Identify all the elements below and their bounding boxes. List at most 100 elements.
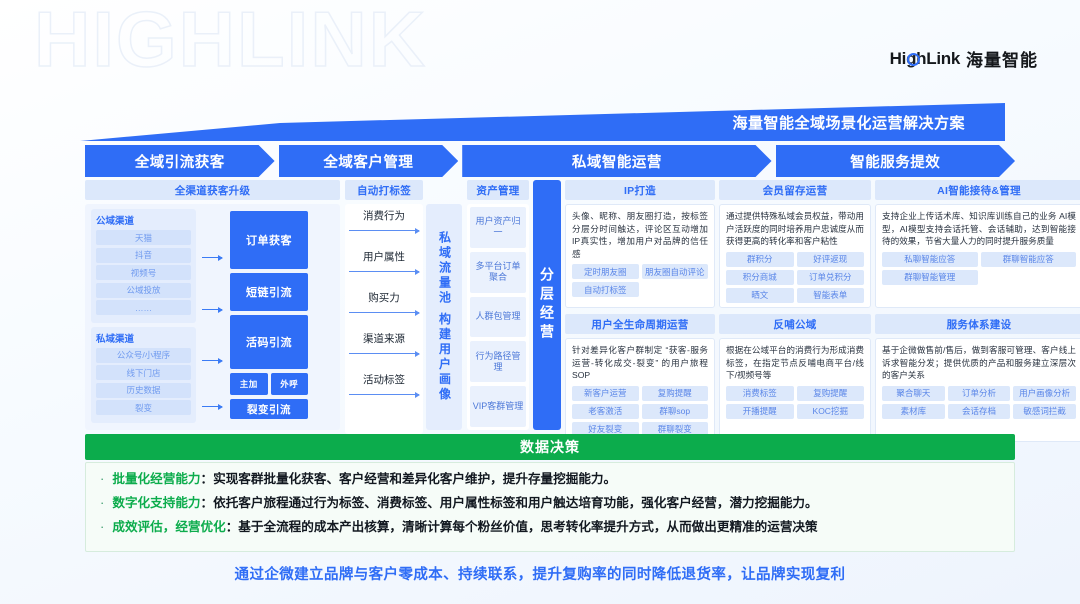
method-order-acquisition[interactable]: 订单获客 bbox=[230, 211, 308, 269]
card-tag[interactable]: 群积分 bbox=[726, 251, 794, 267]
channel-item[interactable]: 裂变 bbox=[96, 400, 191, 415]
traffic-pool-text: 私域流量池 构建用户画像 bbox=[437, 231, 452, 403]
card-tag[interactable]: 智能表单 bbox=[796, 287, 864, 303]
card-tag[interactable]: KOC挖掘 bbox=[796, 403, 864, 419]
card-tag[interactable]: 朋友圈自动评论 bbox=[641, 264, 708, 279]
method-row: 主加 外呼 bbox=[230, 373, 308, 395]
logo-en-text: HighLink bbox=[889, 48, 961, 68]
card-tag[interactable]: 复购提醒 bbox=[796, 385, 864, 401]
auto-tag-label: 渠道来源 bbox=[363, 333, 405, 345]
bullet-dot-icon: · bbox=[100, 495, 105, 510]
method-fission[interactable]: 裂变引流 bbox=[230, 399, 308, 419]
card-tag[interactable]: 素材库 bbox=[882, 403, 945, 419]
card-header-lifecycle: 用户全生命周期运营 bbox=[565, 314, 715, 334]
channel-arrow-column bbox=[200, 209, 226, 425]
card-tag[interactable]: 订单分析 bbox=[947, 385, 1011, 401]
arrow-icon bbox=[349, 391, 420, 398]
card-tag[interactable]: 群聊裂变 bbox=[641, 421, 708, 437]
acquisition-header: 全渠道获客升级 bbox=[85, 180, 340, 200]
service-group: AI智能接待&管理 支持企业上传话术库、知识库训练自己的业务 AI模型，AI模型… bbox=[875, 180, 1080, 442]
card-lifecycle-ops: 针对差异化客户群制定 “获客-服务运营-转化成交-裂变” 的用户旅程SOP 新客… bbox=[565, 338, 715, 442]
stage-chevron-2[interactable]: 全域客户管理 bbox=[279, 145, 459, 177]
card-ai-reception: 支持企业上传话术库、知识库训练自己的业务 AI模型，AI模型支持会话托管、会话辅… bbox=[875, 204, 1080, 308]
card-tag[interactable]: 积分商城 bbox=[726, 269, 794, 285]
method-zhujia[interactable]: 主加 bbox=[230, 373, 268, 395]
card-tag[interactable]: 订单兑积分 bbox=[796, 269, 864, 285]
asset-item[interactable]: 用户资产归一 bbox=[470, 207, 526, 248]
channel-item[interactable]: …… bbox=[96, 300, 191, 315]
card-desc: 基于企微做售前/售后，做到客服可管理、客户线上诉求智能分发；提供优质的产品和服务… bbox=[882, 345, 1076, 380]
asset-item[interactable]: 行为路径管理 bbox=[470, 341, 526, 383]
auto-tag-item[interactable]: 活动标签 bbox=[345, 372, 423, 413]
channel-item[interactable]: 天猫 bbox=[96, 230, 191, 245]
auto-tag-item[interactable]: 用户属性 bbox=[345, 249, 423, 290]
card-tag[interactable]: 聚合聊天 bbox=[882, 385, 945, 401]
acquisition-method-column: 订单获客 短链引流 活码引流 主加 外呼 裂变引流 bbox=[230, 209, 308, 425]
card-tag[interactable]: 私聊智能应答 bbox=[882, 251, 978, 267]
decision-line: 批量化经营能力：实现客群批量化获客、客户经营和差异化客户维护，提升存量挖掘能力。 bbox=[112, 471, 616, 488]
private-ops-group: IP打造 头像、昵称、朋友圈打造，按标签分层分时间触达，评论区互动增加IP真实性… bbox=[565, 180, 715, 442]
card-tag[interactable]: 开播提醒 bbox=[726, 403, 794, 419]
card-tag[interactable]: 消费标签 bbox=[726, 385, 794, 401]
card-desc: 通过提供特殊私域会员权益，带动用户活跃度的同时培养用户忠诚度从而获得更高的转化率… bbox=[726, 211, 864, 246]
asset-item[interactable]: 多平台订单聚合 bbox=[470, 251, 526, 293]
auto-tag-block: 自动打标签 消费行为 用户属性 购买力 渠道来源 bbox=[345, 180, 423, 434]
decision-bullet: · 成效评估，经营优化：基于全流程的成本产出核算，清晰计算每个粉丝价值，思考转化… bbox=[100, 519, 1000, 536]
card-tag[interactable]: 会话存档 bbox=[947, 403, 1011, 419]
card-public-feedback: 根据在公域平台的消费行为形成消费标签，在指定节点反哺电商平台/线下/视频号等 消… bbox=[719, 338, 871, 442]
channel-item[interactable]: 视频号 bbox=[96, 265, 191, 280]
auto-tag-item[interactable]: 消费行为 bbox=[345, 208, 423, 249]
auto-tag-item[interactable]: 渠道来源 bbox=[345, 331, 423, 372]
card-tag[interactable]: 晒文 bbox=[726, 287, 794, 303]
card-tag[interactable]: 新客户运营 bbox=[572, 385, 639, 401]
card-tag[interactable]: 好评返现 bbox=[796, 251, 864, 267]
stage-chevron-1[interactable]: 全域引流获客 bbox=[85, 145, 275, 177]
logo-g-glyph: g bbox=[906, 48, 917, 68]
card-tag-grid: 新客户运营 复购提醒 老客激活 群聊sop 好友裂变 群聊裂变 bbox=[572, 385, 708, 437]
footer-slogan: 通过企微建立品牌与客户零成本、持续联系，提升复购率的同时降低退货率，让品牌实现复… bbox=[234, 567, 846, 583]
stage-chevron-row: 全域引流获客 全域客户管理 私域智能运营 智能服务提效 bbox=[85, 145, 1015, 177]
card-tag-grid: 聚合聊天 订单分析 用户画像分析 素材库 会话存档 敏感词拦截 bbox=[882, 385, 1076, 419]
channel-item[interactable]: 抖音 bbox=[96, 247, 191, 263]
auto-tag-label: 活动标签 bbox=[363, 374, 405, 386]
auto-tag-item[interactable]: 购买力 bbox=[345, 290, 423, 331]
arrow-icon bbox=[349, 268, 420, 275]
asset-item[interactable]: 人群包管理 bbox=[470, 296, 526, 338]
card-tag[interactable]: 好友裂变 bbox=[572, 421, 639, 437]
stage-chevron-4[interactable]: 智能服务提效 bbox=[776, 145, 1015, 177]
solution-panel: 全渠道获客升级 公域渠道 天猫 抖音 视频号 公域投放 …… 私域渠道 公众号/… bbox=[85, 180, 1080, 442]
card-tag[interactable]: 自动打标签 bbox=[572, 282, 639, 297]
method-shortlink[interactable]: 短链引流 bbox=[230, 273, 308, 311]
card-tag[interactable]: 群聊智能应答 bbox=[980, 251, 1076, 267]
channel-item[interactable]: 历史数据 bbox=[96, 382, 191, 398]
channel-column: 公域渠道 天猫 抖音 视频号 公域投放 …… 私域渠道 公众号/小程序 线下门店… bbox=[91, 209, 196, 425]
channel-item[interactable]: 公众号/小程序 bbox=[96, 347, 191, 363]
card-tag[interactable]: 老客激活 bbox=[572, 403, 639, 419]
asset-item[interactable]: VIP客群管理 bbox=[470, 386, 526, 427]
decision-bullet: · 数字化支持能力：依托客户旅程通过行为标签、消费标签、用户属性标签和用户触达培… bbox=[100, 495, 1000, 512]
data-decision-body: · 批量化经营能力：实现客群批量化获客、客户经营和差异化客户维护，提升存量挖掘能… bbox=[85, 462, 1015, 552]
card-tag[interactable]: 复购提醒 bbox=[641, 385, 708, 401]
card-tag[interactable]: 群聊智能管理 bbox=[882, 269, 978, 285]
card-tag[interactable]: 定时朋友圈 bbox=[572, 264, 639, 279]
bullet-dot-icon: · bbox=[100, 471, 105, 486]
card-tag[interactable]: 群聊sop bbox=[641, 403, 708, 419]
method-waihu[interactable]: 外呼 bbox=[270, 373, 308, 395]
data-decision-header: 数据决策 bbox=[85, 434, 1015, 460]
arrow-icon bbox=[349, 309, 420, 316]
stage-chevron-3[interactable]: 私域智能运营 bbox=[462, 145, 771, 177]
card-tag[interactable]: 用户画像分析 bbox=[1013, 385, 1076, 401]
channel-item[interactable]: 公域投放 bbox=[96, 282, 191, 298]
card-desc: 针对差异化客户群制定 “获客-服务运营-转化成交-裂变” 的用户旅程SOP bbox=[572, 345, 708, 380]
card-tag[interactable]: 敏感词拦截 bbox=[1013, 403, 1076, 419]
public-channel-title: 公域渠道 bbox=[96, 216, 135, 227]
card-desc: 头像、昵称、朋友圈打造，按标签分层分时间触达，评论区互动增加IP真实性，增加用户… bbox=[572, 211, 708, 259]
auto-tag-header: 自动打标签 bbox=[345, 180, 423, 200]
arrow-icon bbox=[202, 357, 223, 364]
acquisition-body: 公域渠道 天猫 抖音 视频号 公域投放 …… 私域渠道 公众号/小程序 线下门店… bbox=[85, 204, 340, 430]
card-service-system: 基于企微做售前/售后，做到客服可管理、客户线上诉求智能分发；提供优质的产品和服务… bbox=[875, 338, 1080, 442]
channel-item[interactable]: 线下门店 bbox=[96, 365, 191, 380]
method-livecode[interactable]: 活码引流 bbox=[230, 315, 308, 369]
private-channel-title: 私域渠道 bbox=[96, 333, 135, 345]
